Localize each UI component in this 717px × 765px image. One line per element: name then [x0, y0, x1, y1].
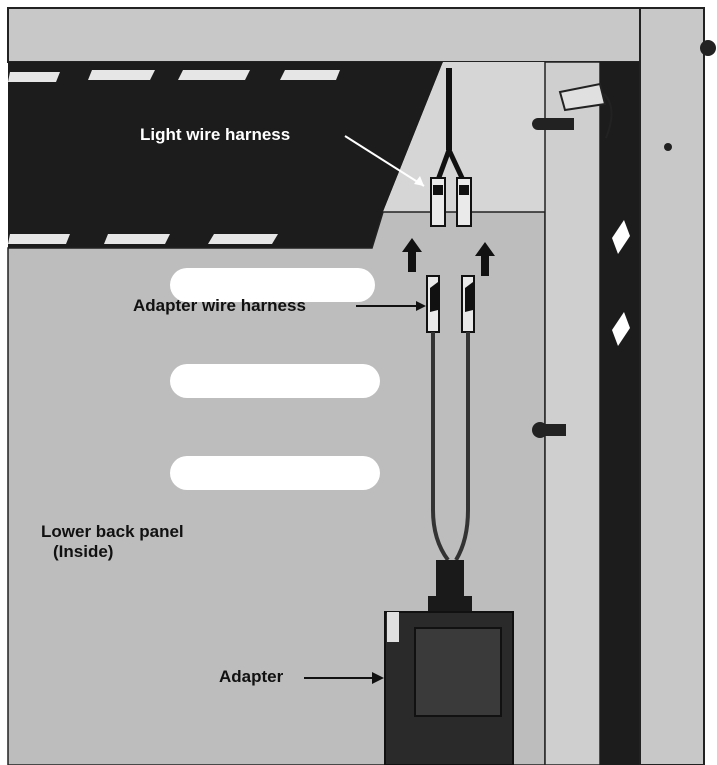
dark-channel — [600, 62, 640, 765]
top-frame-rail — [8, 8, 640, 62]
inner-frame-post — [545, 62, 600, 765]
label-adapter-wire-harness: Adapter wire harness — [133, 296, 306, 316]
label-light-wire-harness: Light wire harness — [140, 125, 290, 145]
outer-frame-post — [640, 8, 704, 765]
label-lower-back-panel: Lower back panel (Inside) — [41, 522, 184, 562]
label-adapter: Adapter — [219, 667, 283, 687]
label-lower-back-panel-line1: Lower back panel — [41, 522, 184, 542]
dark-cavity — [8, 62, 443, 248]
label-lower-back-panel-line2: (Inside) — [41, 542, 184, 562]
